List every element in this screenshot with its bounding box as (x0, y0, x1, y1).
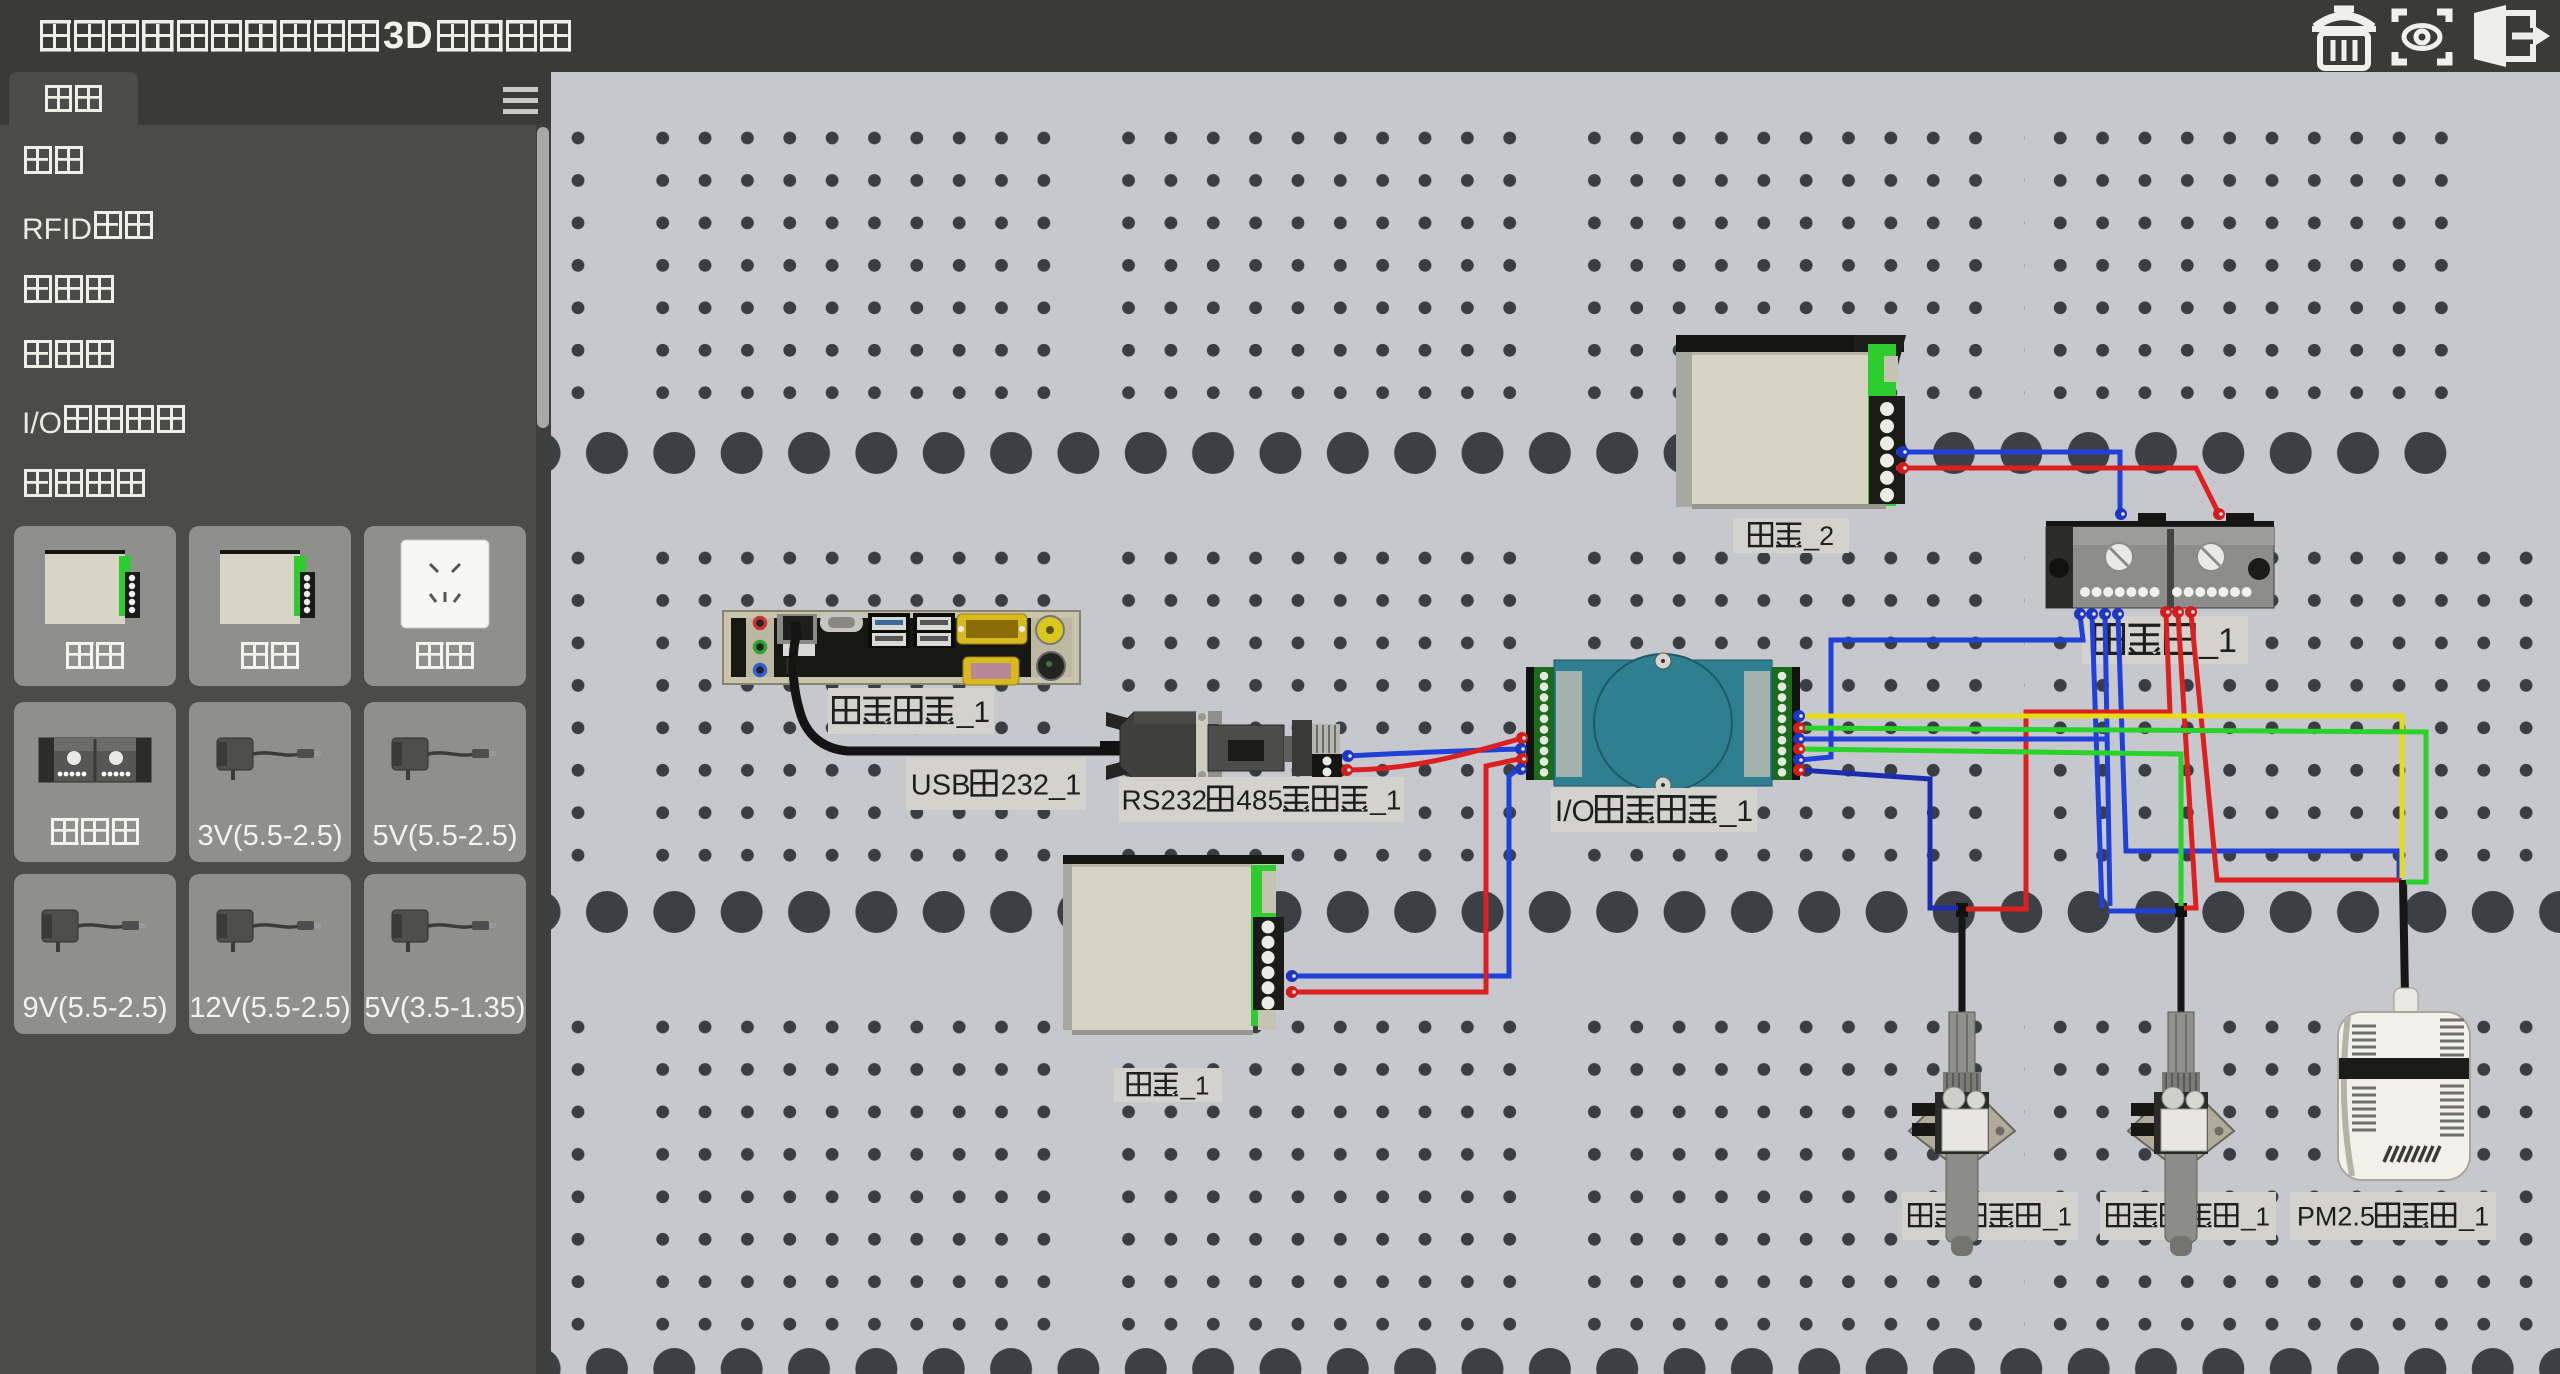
svg-text:USB: USB (911, 769, 971, 801)
svg-text:_1: _1 (1369, 785, 1401, 816)
svg-text:_1: _1 (2198, 622, 2237, 660)
svg-text:_1: _1 (2240, 1201, 2270, 1231)
svg-text:RS232: RS232 (1122, 785, 1208, 816)
svg-text:232_1: 232_1 (1001, 769, 1082, 801)
svg-text:_1: _1 (956, 696, 990, 729)
svg-text:_1: _1 (2042, 1201, 2072, 1231)
svg-text:PM2.5: PM2.5 (2297, 1202, 2375, 1232)
svg-text:_1: _1 (2458, 1202, 2489, 1232)
svg-text:_1: _1 (1719, 795, 1753, 828)
svg-text:I/O: I/O (1555, 795, 1595, 828)
svg-text:485: 485 (1236, 785, 1283, 816)
svg-text:_2: _2 (1803, 521, 1834, 551)
svg-text:_1: _1 (1180, 1070, 1210, 1100)
